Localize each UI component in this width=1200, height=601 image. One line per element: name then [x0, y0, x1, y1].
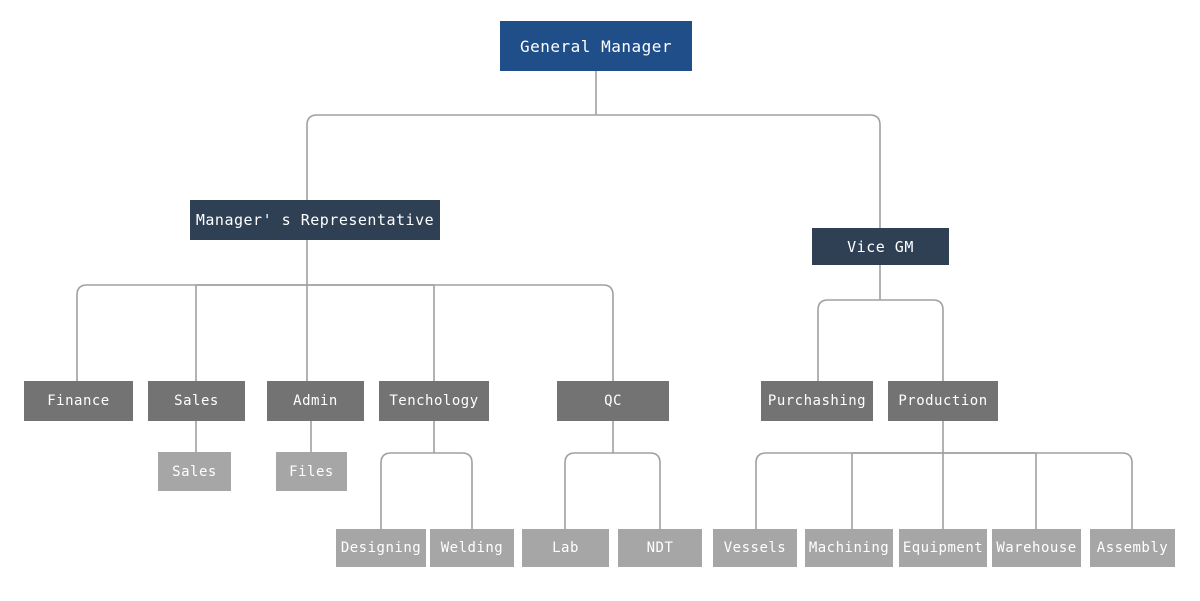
node-label: NDT [646, 540, 674, 556]
edge-mr-to-tenchology [307, 284, 435, 381]
node-managers-representative[interactable]: Manager' s Representative [190, 200, 440, 240]
node-label: Warehouse [996, 540, 1077, 556]
node-label: QC [604, 393, 622, 409]
node-label: Files [289, 463, 334, 480]
edge-qc-to-lab [564, 452, 613, 529]
node-label: Vice GM [847, 237, 914, 256]
node-label: Admin [293, 393, 338, 409]
edge-gm-to-vicegm [596, 114, 881, 228]
node-machining[interactable]: Machining [805, 529, 893, 567]
node-label: Sales [172, 463, 217, 480]
node-welding[interactable]: Welding [430, 529, 514, 567]
node-warehouse[interactable]: Warehouse [992, 529, 1081, 567]
node-vice-gm[interactable]: Vice GM [812, 228, 949, 265]
node-tenchology[interactable]: Tenchology [379, 381, 489, 421]
edge-production-to-machining [851, 452, 943, 529]
edge-vicegm-to-production [880, 299, 944, 381]
node-purchashing[interactable]: Purchashing [761, 381, 873, 421]
node-label: Finance [47, 393, 110, 409]
node-label: Tenchology [389, 393, 479, 409]
edge-tenchology-to-designing [380, 452, 434, 529]
node-production[interactable]: Production [888, 381, 998, 421]
node-label: Purchashing [767, 393, 867, 409]
edge-gm-to-mr [306, 114, 596, 200]
edge-production-to-warehouse [943, 452, 1037, 529]
node-admin[interactable]: Admin [267, 381, 364, 421]
node-label: Production [898, 393, 988, 409]
node-general-manager[interactable]: General Manager [500, 21, 692, 71]
node-vessels[interactable]: Vessels [713, 529, 797, 567]
node-finance[interactable]: Finance [24, 381, 133, 421]
node-files[interactable]: Files [276, 452, 347, 491]
node-label: Equipment [902, 540, 984, 556]
edge-mr-to-sales [195, 284, 307, 381]
node-label: Assembly [1096, 540, 1169, 556]
node-assembly[interactable]: Assembly [1090, 529, 1175, 567]
node-label: Lab [552, 540, 579, 556]
node-label: General Manager [520, 36, 672, 56]
edge-production-to-vessels [755, 452, 943, 529]
node-equipment[interactable]: Equipment [899, 529, 987, 567]
edge-qc-to-ndt [613, 452, 661, 529]
node-lab[interactable]: Lab [522, 529, 609, 567]
node-ndt[interactable]: NDT [618, 529, 702, 567]
node-label: Manager' s Representative [195, 211, 435, 229]
node-label: Designing [340, 540, 422, 556]
node-label: Vessels [723, 540, 787, 556]
node-qc[interactable]: QC [557, 381, 669, 421]
edge-tenchology-to-welding [434, 452, 473, 529]
node-sales[interactable]: Sales [148, 381, 245, 421]
node-label: Welding [440, 540, 504, 556]
node-sales-sub[interactable]: Sales [158, 452, 231, 491]
edge-mr-to-qc [307, 284, 614, 381]
node-label: Sales [174, 393, 219, 409]
edge-production-to-assembly [943, 452, 1133, 529]
edge-vicegm-to-purchashing [817, 299, 880, 381]
edge-mr-to-finance [76, 284, 307, 381]
node-designing[interactable]: Designing [336, 529, 426, 567]
node-label: Machining [808, 540, 890, 556]
